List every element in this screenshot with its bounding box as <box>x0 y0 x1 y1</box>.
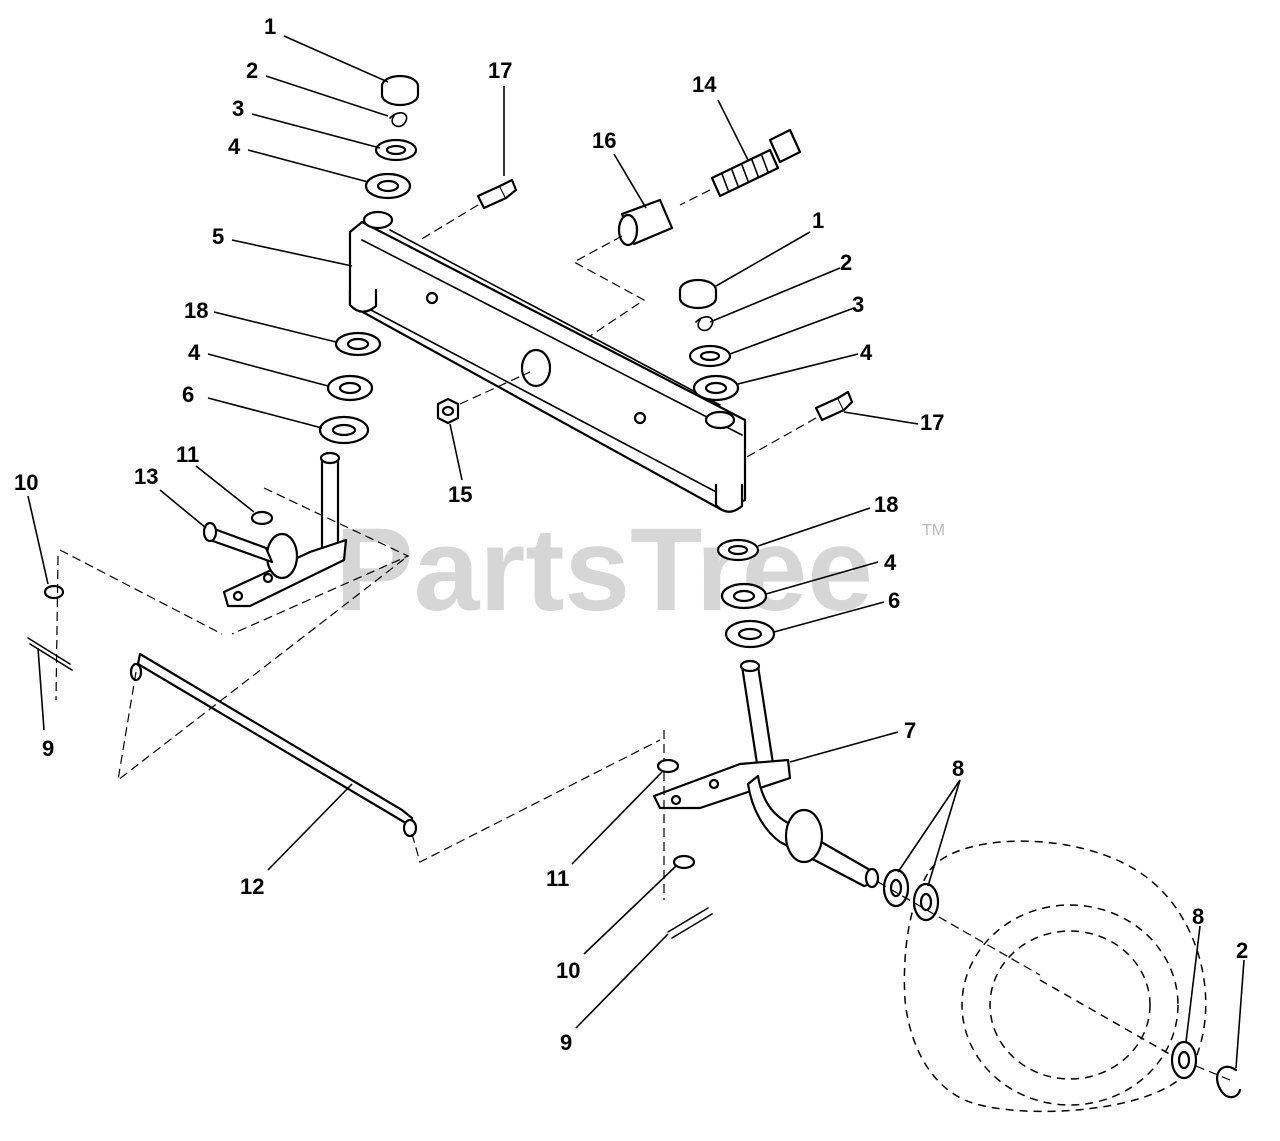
callout-4-lower-right: 4 <box>884 550 897 575</box>
watermark-text: PartsTree <box>335 504 873 636</box>
left-link-line-b <box>231 487 410 635</box>
callout-18-right: 18 <box>874 492 898 517</box>
right-spindle <box>652 659 880 889</box>
grease-fitting-right-line <box>744 417 817 459</box>
right-spindle-stack <box>678 278 776 649</box>
washer-11-right <box>656 758 680 774</box>
tire <box>903 840 1207 1113</box>
washer-10-right <box>672 854 696 870</box>
watermark-trademark: TM <box>922 522 945 539</box>
callout-1-right: 1 <box>812 208 824 233</box>
axle-beam <box>348 210 747 513</box>
washer-10-left <box>43 584 65 600</box>
spacer-16-line <box>572 235 646 337</box>
tie-rod <box>129 652 418 838</box>
callout-6-left: 6 <box>182 382 194 407</box>
callout-3-right: 3 <box>852 292 864 317</box>
callout-11-left: 11 <box>176 442 199 467</box>
callout-13: 13 <box>134 464 158 489</box>
callout-3-top-left: 3 <box>232 96 244 121</box>
left-spindle-stack <box>318 74 420 445</box>
callout-4-top-left: 4 <box>228 134 241 159</box>
left-spindle <box>202 451 348 608</box>
callout-8-hub: 8 <box>1192 904 1204 929</box>
nut-15-line <box>459 371 531 405</box>
callout-1-top-left: 1 <box>264 14 276 39</box>
callout-8-axle: 8 <box>952 756 964 781</box>
grease-fitting-top <box>476 178 518 210</box>
callout-6-right: 6 <box>888 588 900 613</box>
callout-10-left: 10 <box>14 470 38 495</box>
callout-16: 16 <box>592 128 616 153</box>
callout-labels: 1 2 3 4 5 1 2 3 4 6 18 4 17 14 16 17 18 … <box>14 14 1248 1055</box>
callout-2-right: 2 <box>840 250 852 275</box>
callout-17-top: 17 <box>488 58 512 83</box>
callout-17-right: 17 <box>920 410 944 435</box>
callout-7: 7 <box>904 718 916 743</box>
callout-18-left: 18 <box>184 298 208 323</box>
callout-9-left: 9 <box>42 736 54 761</box>
callout-2-hub: 2 <box>1236 938 1248 963</box>
callout-10-right: 10 <box>556 958 580 983</box>
grease-fitting-right <box>814 390 854 422</box>
bolt-14 <box>710 128 802 198</box>
callout-14: 14 <box>692 72 717 97</box>
callout-12: 12 <box>240 874 264 899</box>
callout-4-mid-left: 4 <box>188 340 201 365</box>
spacer-16 <box>617 198 674 247</box>
nut-15 <box>436 397 460 425</box>
cotter-pin-9-right <box>667 907 709 933</box>
grease-fitting-top-line <box>419 204 479 241</box>
leader-lines <box>27 35 1245 1069</box>
callout-11-right: 11 <box>546 866 569 891</box>
callout-15: 15 <box>448 482 472 507</box>
cotter-pin-9-left <box>27 637 71 665</box>
bolt-14-line <box>679 189 711 206</box>
callout-9-right: 9 <box>560 1030 572 1055</box>
clip-2-hub <box>1216 1065 1242 1099</box>
left-link-line-a <box>59 549 223 635</box>
callout-5: 5 <box>212 224 224 249</box>
washer-11-left <box>250 510 274 526</box>
washers-8 <box>882 868 940 922</box>
callout-4-right: 4 <box>860 340 873 365</box>
callout-2-top-left: 2 <box>246 58 258 83</box>
